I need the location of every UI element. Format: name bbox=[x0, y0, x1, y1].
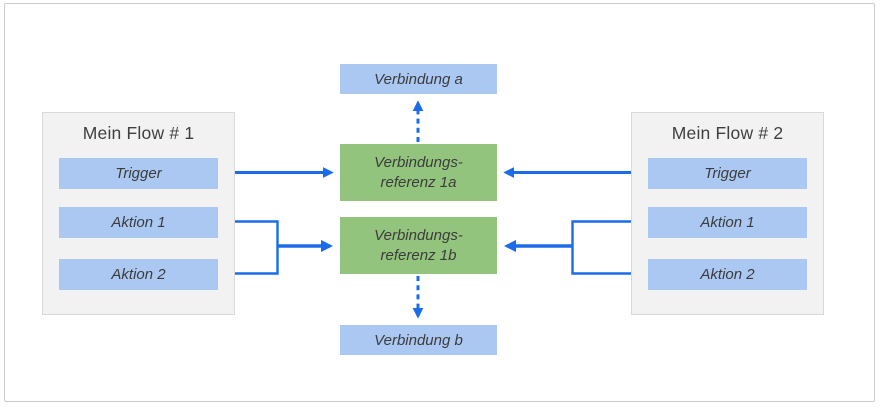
flow1-aktion1-box: Aktion 1 bbox=[59, 207, 218, 238]
reference-1a-line1: Verbindungs- bbox=[374, 153, 463, 171]
flow1-trigger-box: Trigger bbox=[59, 158, 218, 189]
flow2-aktion1-box: Aktion 1 bbox=[648, 207, 807, 238]
reference-1b-line2: referenz 1b bbox=[380, 246, 457, 264]
connection-b-box: Verbindung b bbox=[340, 325, 497, 355]
flow1-title: Mein Flow # 1 bbox=[82, 123, 195, 143]
flow1-container: Mein Flow # 1 Trigger Aktion 1 Aktion 2 bbox=[42, 112, 235, 315]
flow2-trigger-box: Trigger bbox=[648, 158, 807, 189]
reference-1b-box: Verbindungs- referenz 1b bbox=[340, 217, 497, 274]
reference-1a-box: Verbindungs- referenz 1a bbox=[340, 144, 497, 201]
flow1-aktion2-box: Aktion 2 bbox=[59, 259, 218, 290]
reference-1a-line2: referenz 1a bbox=[380, 173, 457, 191]
flow2-aktion2-box: Aktion 2 bbox=[648, 259, 807, 290]
connection-a-box: Verbindung a bbox=[340, 64, 497, 94]
flow2-title: Mein Flow # 2 bbox=[671, 123, 784, 143]
reference-1b-line1: Verbindungs- bbox=[374, 226, 463, 244]
diagram-frame-border bbox=[4, 3, 875, 402]
flow2-container: Mein Flow # 2 Trigger Aktion 1 Aktion 2 bbox=[631, 112, 824, 315]
